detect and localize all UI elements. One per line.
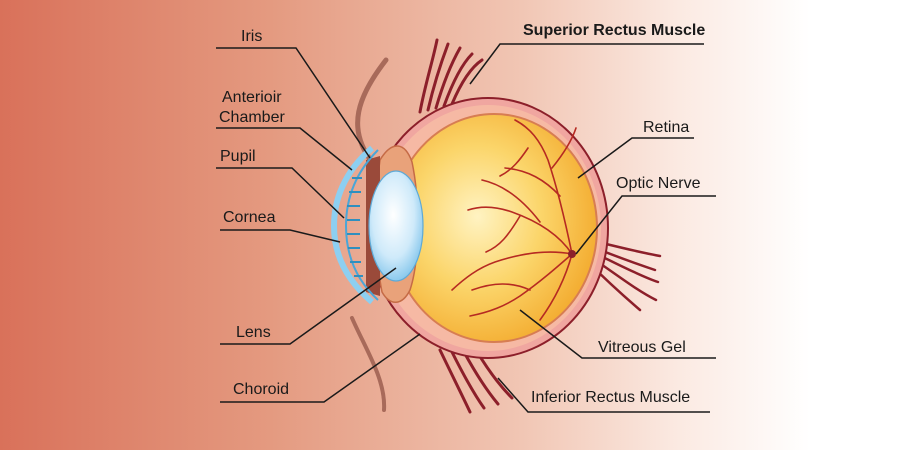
label-anterior-chamber-line2: Chamber	[219, 109, 285, 126]
label-vitreous-gel: Vitreous Gel	[598, 339, 686, 356]
leader-line-superior-rectus	[469, 43, 704, 85]
label-pupil: Pupil	[220, 148, 256, 165]
lens	[368, 170, 424, 282]
leader-line-retina	[577, 137, 694, 179]
label-inferior-rectus-muscle: Inferior Rectus Muscle	[531, 389, 691, 406]
label-superior-rectus-muscle: Superior Rectus Muscle	[523, 22, 706, 39]
cornea-inner	[344, 149, 379, 301]
optic-disc	[568, 250, 576, 258]
leader-line-iris	[216, 47, 371, 159]
label-optic-nerve: Optic Nerve	[616, 175, 701, 192]
label-lens: Lens	[236, 324, 271, 341]
superior-rectus-muscle	[418, 38, 484, 114]
retinal-blood-vessels	[451, 119, 577, 321]
leader-line-choroid	[220, 333, 421, 403]
leader-line-inferior-rectus	[497, 377, 710, 413]
leader-line-vitreous-gel	[519, 309, 716, 359]
anterior-chamber	[347, 177, 363, 277]
cornea	[330, 145, 374, 305]
leader-line-pupil	[216, 167, 345, 219]
leader-line-cornea	[220, 229, 341, 243]
label-choroid: Choroid	[233, 381, 290, 398]
lower-eyelid	[350, 316, 387, 412]
label-iris: Iris	[241, 28, 263, 45]
label-retina: Retina	[643, 119, 690, 136]
label-anterior-chamber-line1: Anterioir	[222, 89, 282, 106]
label-cornea: Cornea	[223, 209, 276, 226]
leader-line-anterior-chamber	[216, 127, 353, 171]
leader-lines	[216, 43, 716, 413]
leader-line-optic-nerve	[575, 195, 716, 255]
leader-line-lens	[220, 267, 397, 345]
